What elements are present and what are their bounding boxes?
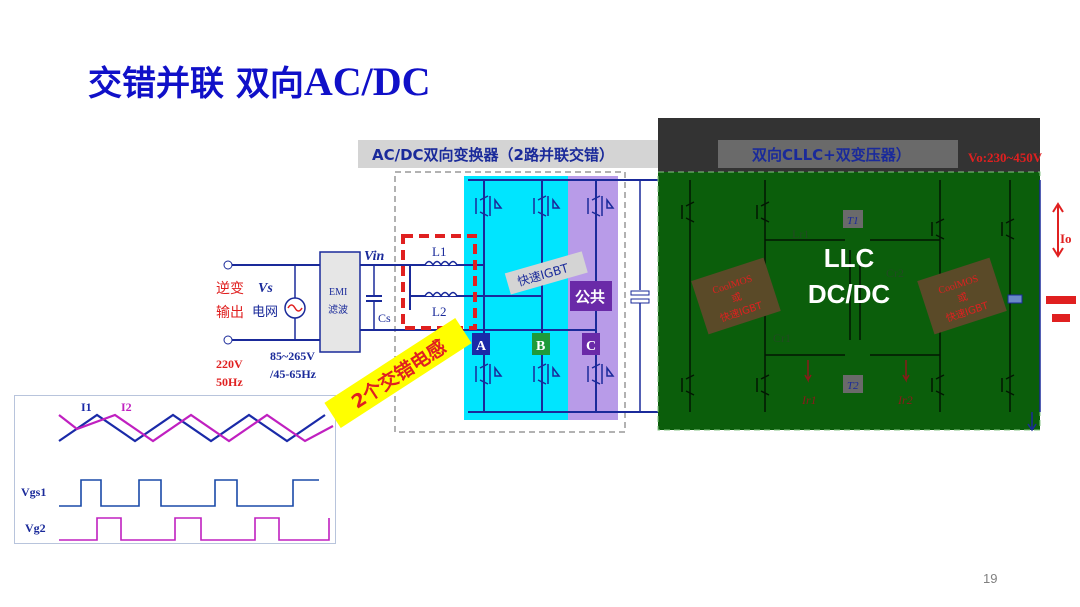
ground-arrow-icon bbox=[1027, 412, 1037, 432]
cr2-label: Cr2 bbox=[886, 266, 904, 280]
source-label-2: 输出 bbox=[216, 305, 244, 321]
vin-label: Vin bbox=[364, 249, 384, 264]
leg-b-label: B bbox=[536, 339, 545, 354]
nominal-voltage-label: 220V bbox=[216, 357, 243, 371]
page-title: 交错并联 双向AC/DC bbox=[88, 62, 431, 102]
interleave-waveforms-panel: I1 I2 Vgs1 Vg2 bbox=[14, 395, 336, 544]
terminal-bottom bbox=[223, 335, 233, 345]
acdc-header-bar bbox=[358, 140, 658, 168]
inductor-l1-label: L1 bbox=[432, 244, 446, 259]
title-cjk: 交错并联 双向 bbox=[88, 64, 304, 104]
vg2-gate-trace bbox=[59, 517, 330, 541]
grid-label: 电网 bbox=[252, 305, 278, 320]
dc-link-cap-plate-2 bbox=[630, 298, 650, 304]
waveform-plot: I1 I2 Vgs1 Vg2 bbox=[21, 400, 334, 541]
frequency-range-label: /45-65Hz bbox=[269, 367, 317, 381]
vgs1-label: Vgs1 bbox=[21, 485, 46, 499]
llc-header-text: 双向CLLC+双变压器） bbox=[752, 146, 911, 164]
terminal-top bbox=[223, 260, 233, 270]
output-cap-icon bbox=[1007, 294, 1023, 304]
l1-coil bbox=[424, 260, 458, 267]
common-label: 公共 bbox=[575, 288, 605, 306]
coolmos-right-line2: 或 bbox=[956, 291, 969, 306]
voltage-range-label: 85~265V bbox=[270, 349, 315, 363]
l2-coil bbox=[424, 291, 458, 298]
ac-wave-icon bbox=[287, 304, 303, 312]
ir1-label: Ir1 bbox=[801, 393, 817, 407]
t2-label: T2 bbox=[847, 380, 859, 392]
coolmos-left-line2: 或 bbox=[730, 291, 743, 306]
page-number: 19 bbox=[983, 571, 998, 586]
ir1-arrow-icon bbox=[804, 360, 812, 383]
battery-plate-short-icon bbox=[1052, 314, 1070, 322]
lr1-label: Lr1 bbox=[792, 227, 809, 241]
emi-label-2: 滤波 bbox=[328, 303, 348, 316]
emi-filter-box bbox=[319, 251, 361, 353]
leg-a-label: A bbox=[476, 339, 487, 354]
llc-header-bar bbox=[718, 140, 958, 168]
coolmos-tag-right: CoolMOS 或 快速IGBT bbox=[917, 257, 1007, 335]
output-voltage-label: Vo:230~450V bbox=[968, 150, 1043, 165]
leg-c-box bbox=[582, 333, 600, 355]
vg2-label: Vg2 bbox=[25, 521, 46, 535]
t1-label: T1 bbox=[847, 215, 859, 227]
common-label-box bbox=[570, 281, 612, 311]
vgs1-gate-trace bbox=[59, 479, 319, 507]
llc-overlay-label-2: DC/DC bbox=[808, 279, 891, 309]
cr1-label: Cr1 bbox=[773, 331, 791, 345]
leg-c-label: C bbox=[586, 339, 596, 354]
inductor-l2-label: L2 bbox=[432, 304, 446, 319]
title-latin: AC/DC bbox=[303, 59, 431, 104]
io-arrow-icon bbox=[1052, 202, 1064, 258]
io-label: Io bbox=[1060, 231, 1072, 246]
vs-label: Vs bbox=[258, 281, 273, 296]
t1-box bbox=[843, 210, 863, 228]
nominal-frequency-label: 50Hz bbox=[216, 375, 243, 389]
ir2-label: Ir2 bbox=[897, 393, 913, 407]
i1-label: I1 bbox=[81, 400, 92, 414]
cap-cs-label: Cs bbox=[378, 311, 391, 325]
battery-plate-long-icon bbox=[1046, 296, 1076, 304]
igbt-symbols bbox=[475, 195, 615, 385]
leg-a-box bbox=[472, 333, 490, 355]
source-label-1: 逆变 bbox=[216, 281, 244, 297]
llc-overlay-label-1: LLC bbox=[824, 243, 875, 273]
ir2-arrow-icon bbox=[902, 360, 910, 383]
t2-box bbox=[843, 375, 863, 393]
dc-link-cap-plate-1 bbox=[630, 290, 650, 296]
acdc-header-text: AC/DC双向变换器（2路并联交错） bbox=[372, 146, 614, 164]
leg-b-box bbox=[532, 333, 550, 355]
emi-label-1: EMI bbox=[329, 287, 347, 298]
i2-current-trace bbox=[58, 413, 334, 443]
cyan-leg-region bbox=[464, 176, 568, 420]
i2-label: I2 bbox=[121, 400, 132, 414]
